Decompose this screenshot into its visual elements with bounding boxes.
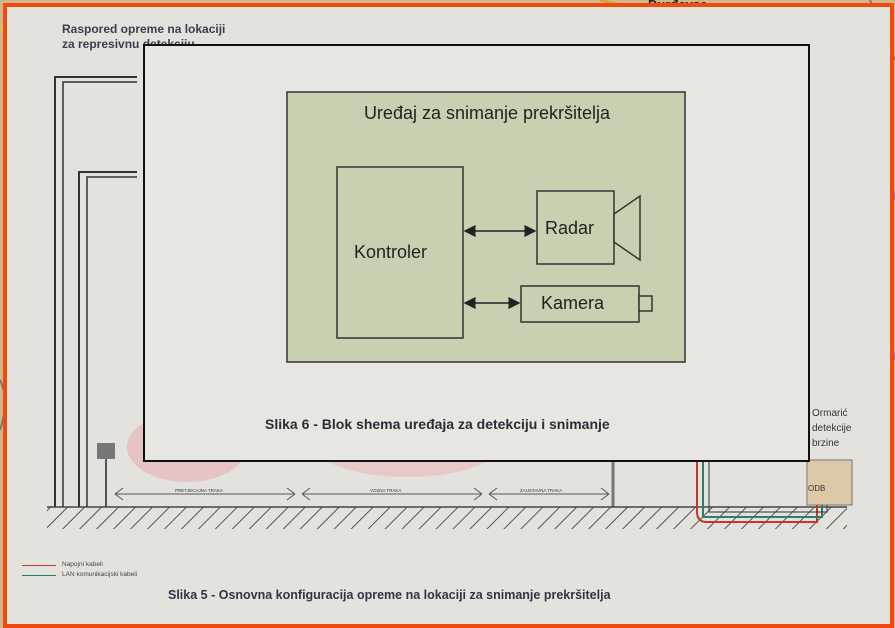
cable-legend: Napojni kabeli LAN komunikacijski kabeli: [22, 560, 137, 580]
camera-label: Kamera: [541, 293, 605, 313]
back-title-line-1: Raspored opreme na lokaciji: [62, 22, 226, 36]
lane-label-2: VOZNA TRAKA: [370, 488, 402, 493]
figure-5-caption: Slika 5 - Osnovna konfiguracija opreme n…: [168, 588, 611, 602]
legend-item-lan: LAN komunikacijski kabeli: [22, 570, 137, 580]
radar-horn-icon: [613, 194, 641, 262]
lane-label-1: PRETJECAJNA TRAKA: [175, 488, 223, 493]
block-diagram-drawing: [286, 91, 686, 363]
legend-swatch-power: [22, 564, 56, 566]
lan-cable: [702, 462, 823, 518]
controller-box: [336, 166, 464, 339]
pole-line-inner: [78, 171, 137, 507]
legend-label-lan: LAN komunikacijski kabeli: [62, 571, 138, 578]
ground-hatch: [47, 507, 847, 529]
radar-label: Radar: [545, 218, 595, 238]
block-diagram-panel: Uređaj za snimanje prekršitelja Kontrole…: [143, 44, 810, 462]
right-text-line-1: Ormarić: [812, 408, 848, 419]
right-text-line-2: detekcije: [812, 423, 852, 434]
pole-line-outer: [54, 76, 137, 507]
controller-label: Kontroler: [354, 242, 428, 262]
sensor-box: [97, 443, 115, 459]
device-title: Uređaj za snimanje prekršitelja: [363, 103, 611, 123]
lane-arrow-3: [488, 487, 610, 501]
power-cable: [696, 462, 818, 523]
right-text-line-3: brzine: [812, 438, 840, 449]
camera-box: [520, 285, 640, 323]
camera-lens-icon: [638, 295, 653, 312]
figure-6-caption: Slika 6 - Blok shema uređaja za detekcij…: [265, 416, 610, 432]
legend-swatch-lan: [22, 574, 56, 576]
cabinet-label: ODB: [808, 484, 826, 493]
lane-arrow-2: [301, 487, 483, 501]
radar-box: [536, 190, 615, 265]
legend-item-power: Napojni kabeli: [22, 560, 137, 570]
lane-arrow-1: [114, 487, 296, 501]
lane-label-3: ZAUSTAVNA TRAKA: [520, 488, 563, 493]
legend-label-power: Napojni kabeli: [62, 561, 103, 568]
cabinet-odb: [806, 459, 853, 506]
